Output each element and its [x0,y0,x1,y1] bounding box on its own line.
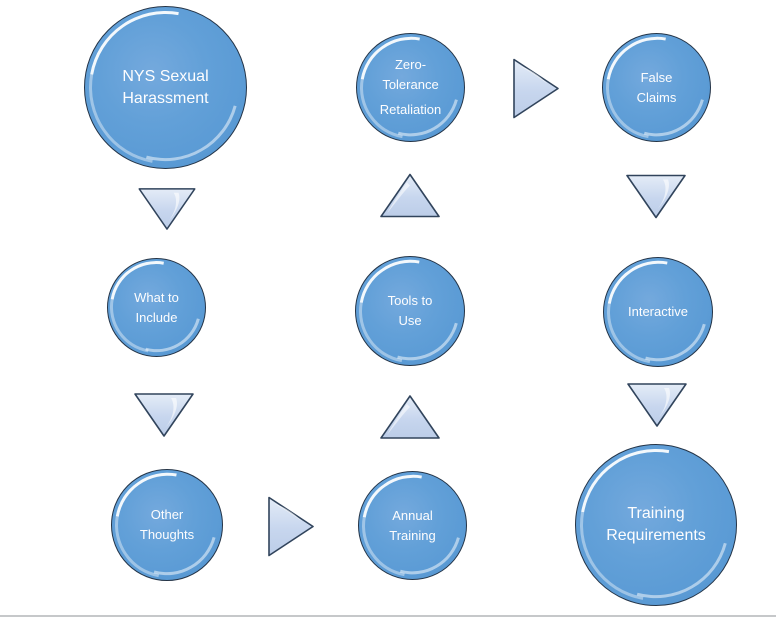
up-arrow-shape [380,173,440,218]
node-label-line: Tolerance [382,77,439,92]
up-arrow-shape [380,395,440,439]
connector-right-arrow-icon [512,57,560,120]
down-arrow-shape [627,383,687,427]
node-what-to-include: What to Include [107,258,206,357]
connector-right-arrow-icon [267,495,315,558]
node-label-line: False [640,69,673,85]
node-label: Other Thoughts [134,505,200,545]
bottom-divider [0,615,776,617]
down-arrow-shape [626,174,686,219]
node-label: Training Requirements [600,503,712,547]
node-label: What to Include [128,288,185,328]
node-label-line: Training [389,527,436,543]
connector-down-arrow-icon [625,173,687,220]
down-arrow-shape [134,393,194,437]
node-tools-to-use: Tools to Use [355,256,465,366]
node-zero-tolerance-retaliation: Zero- Tolerance Retaliation [356,33,465,142]
node-annual-training: Annual Training [358,471,467,580]
node-label-line: Zero- [394,57,427,72]
node-label-line: Training [627,505,685,522]
node-other-thoughts: Other Thoughts [111,469,223,581]
right-arrow-shape [268,496,314,557]
node-label-line: Thoughts [139,527,195,542]
connector-down-arrow-icon [626,382,688,428]
node-label: Annual Training [383,506,441,546]
node-label-line: NYS Sexual [122,67,209,85]
node-label: False Claims [631,68,683,108]
node-false-claims: False Claims [602,33,711,142]
connector-down-arrow-icon [136,187,198,231]
node-label-line: Claims [636,89,677,105]
node-label-line: Other [150,507,184,522]
node-label: NYS Sexual Harassment [116,66,214,110]
node-label: Tools to Use [382,291,439,331]
right-arrow-shape [513,58,559,119]
connector-up-arrow-icon [379,394,441,440]
node-label-line: Requirements [606,527,706,544]
node-nys-sexual-harassment: NYS Sexual Harassment [84,6,247,169]
connector-up-arrow-icon [379,172,441,219]
node-label-line: Harassment [122,89,209,107]
node-training-requirements: Training Requirements [575,444,737,606]
down-arrow-shape [138,188,196,230]
connector-down-arrow-icon [133,392,195,438]
node-label-line: Interactive [628,304,688,319]
node-label-line: Tools to [387,293,433,308]
node-label-line: Annual [392,507,433,523]
node-label: Zero- Tolerance Retaliation [374,55,447,120]
node-interactive: Interactive [603,257,713,367]
node-label-line: Retaliation [379,102,442,117]
node-label: Interactive [622,302,694,322]
node-label-line: What to [134,289,179,305]
node-label-line: Use [398,313,422,328]
node-label-line: Include [135,309,178,325]
